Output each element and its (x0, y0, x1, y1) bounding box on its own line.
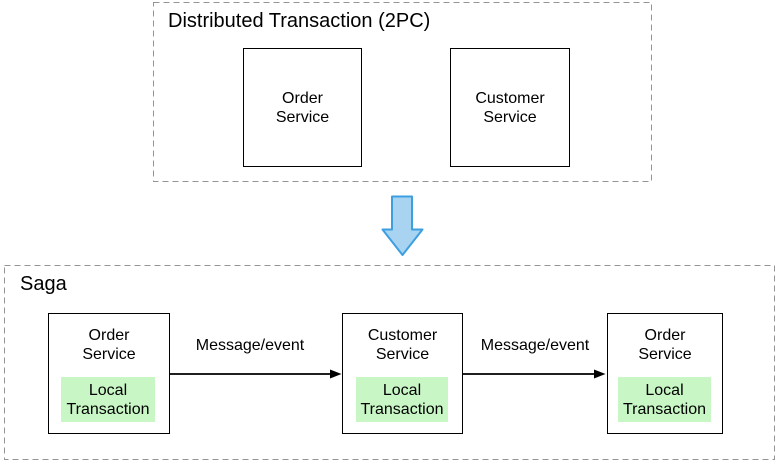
2pc-node-order-service: Order Service (243, 48, 362, 167)
edge-label-message-event-2: Message/event (480, 337, 590, 354)
sub-label-line2: Transaction (623, 400, 706, 418)
sub-label-line1: Local (645, 381, 684, 399)
arrowhead-icon (330, 369, 342, 379)
node-label-line2: Service (82, 346, 136, 363)
sub-label-line2: Transaction (66, 400, 150, 418)
2pc-group-border (153, 2, 652, 182)
2pc-group-title: Distributed Transaction (2PC) (168, 10, 431, 32)
node-label-line2: Service (638, 346, 692, 363)
local-transaction-box-2: Local Transaction (356, 377, 448, 422)
2pc-node-customer-service: Customer Service (450, 48, 570, 167)
sub-label-line2: Transaction (360, 400, 444, 418)
down-arrow-icon (381, 195, 424, 256)
node-label-line1: Customer (475, 89, 545, 107)
node-label-line1: Customer (367, 327, 438, 344)
arrowhead-icon (594, 369, 606, 379)
saga-group-title: Saga (20, 273, 67, 295)
edge-message-event-1 (170, 369, 342, 379)
node-label-line1: Order (644, 327, 686, 344)
node-label-line1: Order (88, 327, 130, 344)
node-label-line2: Service (483, 108, 537, 126)
edge-message-event-2 (463, 369, 606, 379)
node-label-line2: Service (375, 346, 430, 363)
edge-label-message-event-1: Message/event (195, 337, 305, 354)
node-label-line2: Service (275, 108, 330, 126)
saga-group-border (4, 265, 775, 460)
sub-label-line1: Local (88, 381, 128, 399)
local-transaction-box-1: Local Transaction (61, 377, 155, 422)
local-transaction-box-3: Local Transaction (618, 377, 711, 422)
node-label-line1: Order (282, 89, 323, 107)
sub-label-line1: Local (382, 381, 422, 399)
